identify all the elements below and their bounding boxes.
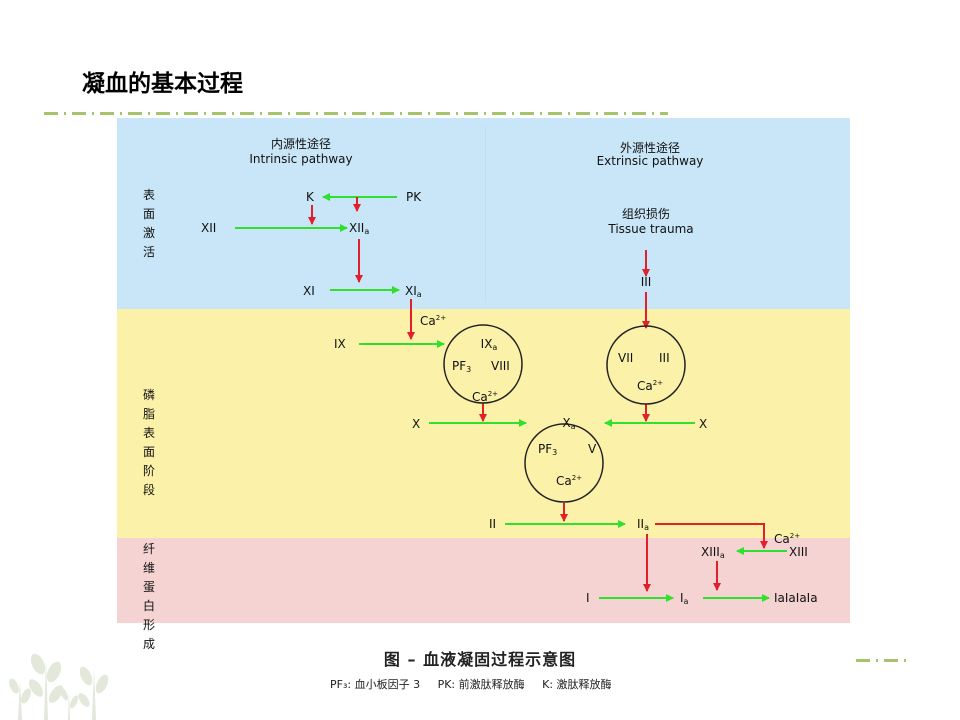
factor-viii: VIII [491,359,510,373]
legend-pk: PK: 前激肽释放酶 [437,678,525,691]
factor-xii: XII [201,221,217,235]
factor-i: I [586,591,590,605]
viia-complex-circle [606,325,686,405]
footer-divider [856,659,912,662]
factor-ixa: IXa [480,337,498,352]
zone-label-phospholipid: 磷脂表面阶段 [142,388,155,497]
factor-k: K [306,190,314,204]
factor-pf3-2: PF3 [538,442,558,457]
figure-legend: PF₃: 血小板因子 3 PK: 前激肽释放酶 K: 激肽释放酶 [330,676,626,692]
factor-xia: XIa [405,284,422,299]
coagulation-diagram: 表面激活 磷脂表面阶段 纤维蛋白形成 [117,118,850,651]
calcium-label-3: Ca2+ [636,379,664,393]
factor-xiii: XIII [789,545,808,559]
fibrin-formation-zone [117,538,850,623]
factor-x-right: X [699,417,708,431]
extrinsic-pathway-cn: 外源性途径 [619,141,681,155]
factor-x-left: X [412,417,421,431]
factor-ii: II [489,517,497,531]
calcium-label-4: Ca2+ [555,474,583,488]
factor-xiia: XIIa [349,221,370,236]
legend-k: K: 激肽释放酶 [542,678,612,691]
calcium-label-2: Ca2+ [471,390,499,404]
extrinsic-pathway-en: Extrinsic pathway [596,154,704,168]
factor-iia: IIa [637,517,649,532]
factor-xiiia: XIIIa [701,545,725,560]
slide-title: 凝血的基本过程 [82,71,243,97]
intrinsic-pathway-cn: 内源性途径 [270,137,332,151]
pathway-divider [485,126,486,302]
factor-ia: Ia [680,591,689,606]
zone-label-fibrin: 纤维蛋白形成 [142,542,155,651]
factor-vii: VII [618,351,634,365]
factor-iii-complex: III [659,351,670,365]
figure-caption: 图 – 血液凝固过程示意图 [383,650,577,669]
factor-xa: Xa [562,416,576,431]
zone-label-surface: 表面激活 [142,188,155,259]
factor-pk: PK [406,190,422,204]
factor-xi: XI [303,284,315,298]
plant-decoration-icon [9,653,109,720]
fibrin-polymer: IaIaIaIa [774,591,818,605]
factor-pf3-1: PF3 [452,359,472,374]
xa-complex-circle [524,423,604,503]
factor-iii: III [640,275,652,289]
surface-activation-zone [117,118,850,309]
title-divider [44,112,668,115]
arrow-iia-to-xiii [655,523,768,549]
pathway-arrows [235,193,787,602]
intrinsic-pathway-en: Intrinsic pathway [249,152,353,166]
ixa-complex-circle [443,324,523,404]
tissue-trauma-en: Tissue trauma [608,222,694,236]
legend-pf3: PF₃: 血小板因子 3 [330,678,421,691]
factor-ix: IX [334,337,346,351]
calcium-label-5: Ca2+ [774,532,801,546]
factor-v: V [588,442,597,456]
calcium-label-1: Ca2+ [420,314,447,328]
tissue-trauma-cn: 组织损伤 [621,207,671,221]
